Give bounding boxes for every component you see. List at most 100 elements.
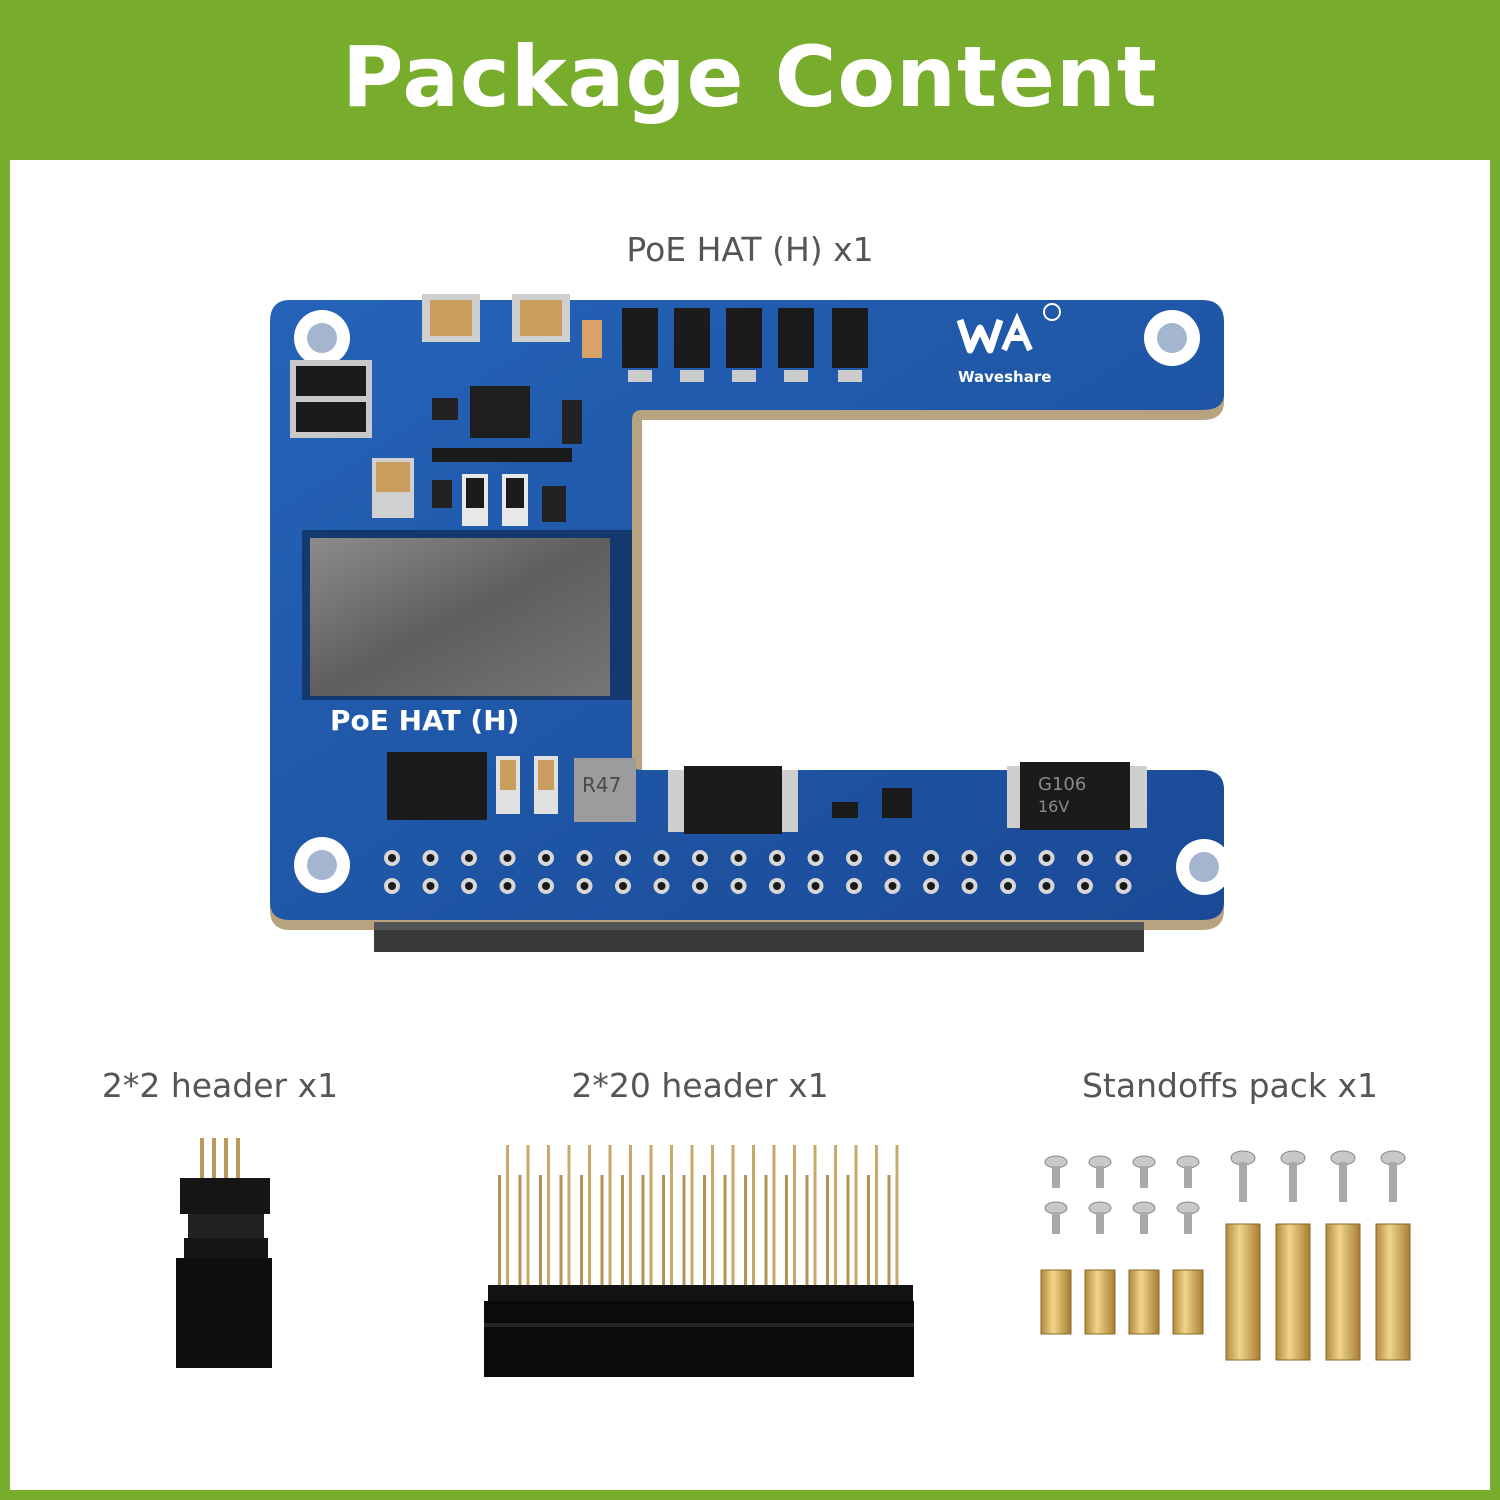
header-pin bbox=[649, 1145, 653, 1295]
header-pin bbox=[703, 1175, 706, 1305]
header-pin bbox=[826, 1175, 829, 1305]
header-2x20-body bbox=[484, 1301, 914, 1377]
gpio-hole bbox=[1038, 850, 1055, 866]
header-pin bbox=[662, 1175, 665, 1305]
gpio-hole bbox=[461, 850, 477, 866]
short-screw-set bbox=[1044, 1155, 1200, 1234]
header-pin bbox=[793, 1145, 796, 1295]
header-pin bbox=[526, 1145, 530, 1295]
gpio-hole bbox=[384, 878, 400, 894]
waveshare-logo-icon bbox=[956, 303, 1061, 354]
gpio-hole bbox=[769, 878, 785, 894]
header-pin bbox=[867, 1175, 870, 1305]
diode-row bbox=[622, 308, 868, 382]
poe-hat-board-illustration: Waveshare PoE HAT (H) R47 G106 16V bbox=[270, 294, 1232, 952]
gpio-hole bbox=[1000, 878, 1016, 894]
header-pin bbox=[772, 1145, 776, 1295]
standoff-icon bbox=[1325, 1223, 1361, 1361]
header-pin bbox=[682, 1175, 686, 1305]
standoff-icon bbox=[1225, 1223, 1261, 1361]
gpio-hole bbox=[884, 850, 901, 866]
screw-icon bbox=[1132, 1155, 1156, 1188]
short-standoff-set bbox=[1040, 1269, 1204, 1335]
gpio-hole bbox=[576, 850, 593, 866]
poe-hat-caption: PoE HAT (H) x1 bbox=[626, 230, 874, 269]
gpio-hole bbox=[692, 850, 708, 866]
gpio-hole bbox=[807, 850, 824, 866]
long-standoff-set bbox=[1225, 1223, 1411, 1361]
header-2x20-illustration bbox=[484, 1145, 914, 1377]
header-pin bbox=[752, 1145, 755, 1295]
header-pin bbox=[813, 1145, 817, 1295]
header-pin bbox=[834, 1145, 837, 1295]
gpio-hole bbox=[615, 878, 631, 894]
gpio-hole bbox=[846, 850, 862, 866]
diode-large-2 bbox=[1020, 762, 1130, 830]
gpio-hole-array bbox=[384, 850, 1132, 894]
header-pin bbox=[711, 1145, 714, 1295]
gpio-hole bbox=[846, 878, 862, 894]
header-pin bbox=[567, 1145, 571, 1295]
header-2x2-caption: 2*2 header x1 bbox=[101, 1066, 339, 1105]
gpio-hole bbox=[384, 850, 400, 866]
board-silkscreen-name: PoE HAT (H) bbox=[330, 704, 519, 737]
gpio-hole bbox=[576, 878, 593, 894]
header-pin bbox=[547, 1145, 550, 1295]
standoffs-pack bbox=[1030, 1140, 1430, 1380]
gpio-hole bbox=[692, 878, 708, 894]
header-pin bbox=[506, 1145, 509, 1295]
standoffs-illustration bbox=[1040, 1150, 1411, 1361]
inductor-label: R47 bbox=[582, 773, 621, 797]
gpio-hole bbox=[1038, 878, 1055, 894]
gpio-hole bbox=[884, 878, 901, 894]
gpio-hole bbox=[923, 878, 939, 894]
header-pin bbox=[690, 1145, 694, 1295]
poe-hat-board: Waveshare PoE HAT (H) R47 G106 16V bbox=[262, 290, 1262, 960]
header-pin bbox=[539, 1175, 542, 1305]
inductor-r47 bbox=[574, 758, 636, 822]
header-pin bbox=[588, 1145, 591, 1295]
gpio-hole bbox=[807, 878, 824, 894]
header-pin bbox=[670, 1145, 673, 1295]
diode-g106-label: G106 bbox=[1038, 774, 1086, 795]
gpio-hole bbox=[1077, 850, 1093, 866]
header-pin bbox=[744, 1175, 747, 1305]
gpio-hole bbox=[923, 850, 939, 866]
header-pin bbox=[764, 1175, 768, 1305]
gpio-hole bbox=[499, 850, 516, 866]
screw-icon bbox=[1176, 1155, 1200, 1188]
header-pin bbox=[629, 1145, 632, 1295]
brand-label: Waveshare bbox=[958, 368, 1051, 386]
screw-icon bbox=[1132, 1201, 1156, 1234]
mounting-hole-icon bbox=[294, 310, 1232, 895]
header-pin bbox=[854, 1145, 858, 1295]
gpio-hole bbox=[730, 878, 747, 894]
header-pin bbox=[559, 1175, 563, 1305]
gpio-hole bbox=[769, 850, 785, 866]
gpio-hole bbox=[1000, 850, 1016, 866]
gpio-hole bbox=[422, 850, 439, 866]
page-title: Package Content bbox=[342, 28, 1158, 126]
header-pin bbox=[731, 1145, 735, 1295]
gpio-hole bbox=[653, 878, 670, 894]
header-pin bbox=[846, 1175, 850, 1305]
gpio-hole bbox=[422, 878, 439, 894]
transformer-shield bbox=[310, 538, 610, 696]
screw-icon bbox=[1088, 1201, 1112, 1234]
jumper-housing bbox=[176, 1258, 272, 1368]
header-2x2-illustration bbox=[176, 1138, 272, 1368]
header-pin bbox=[641, 1175, 645, 1305]
diode-16v-label: 16V bbox=[1038, 797, 1069, 816]
screw-icon bbox=[1330, 1150, 1356, 1202]
gpio-hole bbox=[615, 850, 631, 866]
screw-icon bbox=[1280, 1150, 1306, 1202]
header-pin bbox=[621, 1175, 624, 1305]
screw-icon bbox=[1044, 1201, 1068, 1234]
gpio-hole bbox=[538, 878, 554, 894]
gpio-hole bbox=[461, 878, 477, 894]
screw-icon bbox=[1230, 1150, 1256, 1202]
header-pin bbox=[895, 1145, 899, 1295]
standoffs-caption: Standoffs pack x1 bbox=[1081, 1066, 1379, 1105]
gpio-hole bbox=[1115, 850, 1132, 866]
screw-icon bbox=[1380, 1150, 1406, 1202]
